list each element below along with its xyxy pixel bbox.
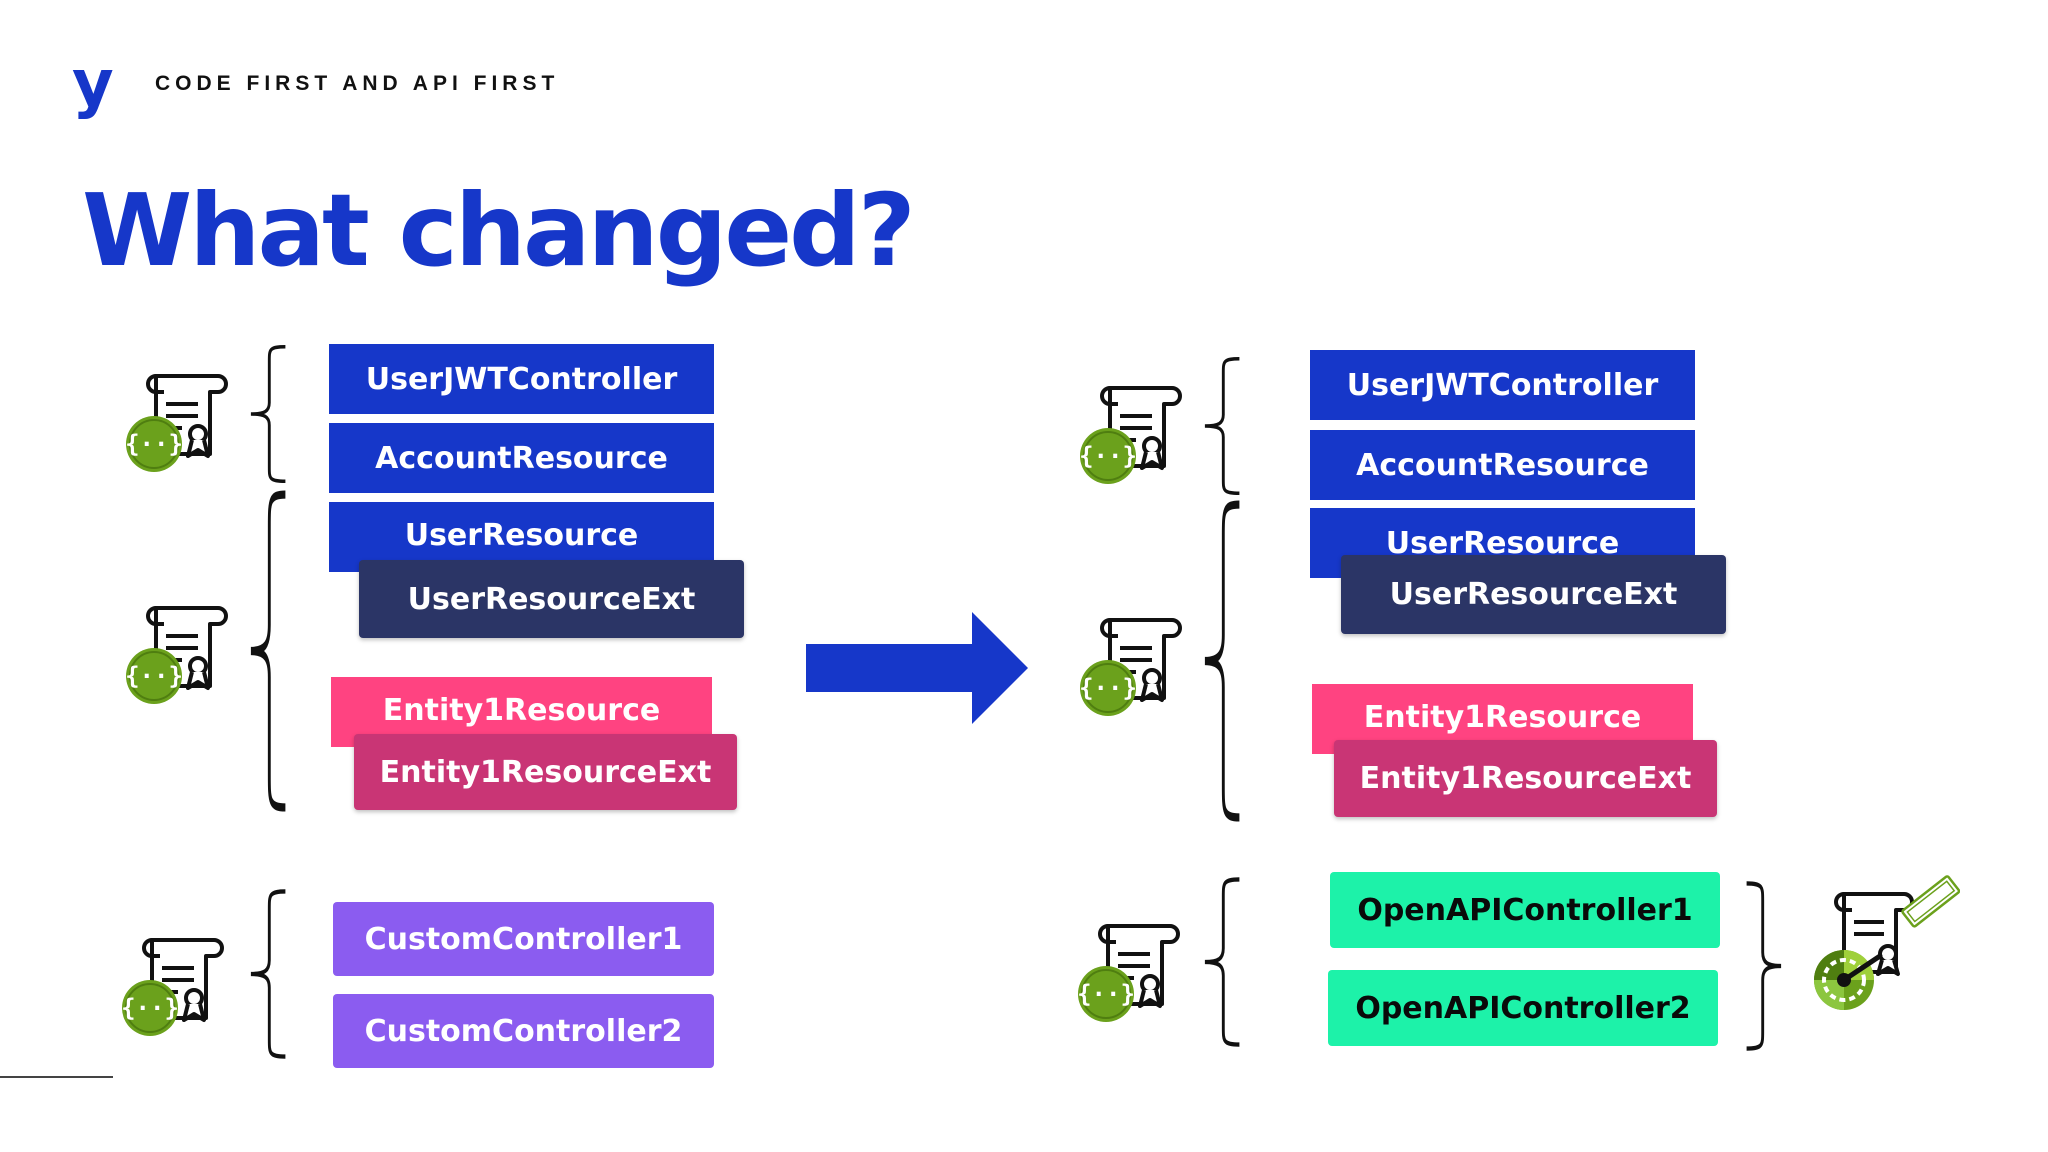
left-brace [1198,498,1244,824]
left-brace [244,888,290,1060]
transition-arrow-icon [806,612,1028,724]
left-brace [1198,876,1244,1048]
box-openapicontroller1: OpenAPIController1 [1330,872,1720,948]
box-userjwtcontroller: UserJWTController [329,344,714,414]
box-entity1resourceext: Entity1ResourceExt [1334,740,1717,817]
right-brace [1742,880,1788,1052]
openapi-spec-document-icon [1078,918,1190,1030]
footer-divider [0,1076,113,1078]
box-customcontroller2: CustomController2 [333,994,714,1068]
left-brace [249,345,288,483]
openapi-spec-document-icon [126,600,238,712]
openapi-spec-document-icon [1080,380,1192,492]
left-brace [1203,357,1242,495]
slide-title: What changed? [82,172,916,289]
openapi-spec-document-icon [1080,612,1192,724]
box-entity1resourceext: Entity1ResourceExt [354,734,737,810]
left-brace [244,488,290,814]
brand-logo: y [72,47,114,121]
box-accountresource: AccountResource [1310,430,1695,500]
approved-spec-icon [1814,875,1960,1010]
box-openapicontroller2: OpenAPIController2 [1328,970,1718,1046]
box-userresourceext: UserResourceExt [1341,555,1726,634]
openapi-spec-document-icon [122,932,234,1044]
box-userjwtcontroller: UserJWTController [1310,350,1695,420]
box-customcontroller1: CustomController1 [333,902,714,976]
section-kicker: CODE FIRST AND API FIRST [155,72,560,95]
openapi-spec-document-icon [126,368,238,480]
box-accountresource: AccountResource [329,423,714,493]
box-userresourceext: UserResourceExt [359,560,744,638]
